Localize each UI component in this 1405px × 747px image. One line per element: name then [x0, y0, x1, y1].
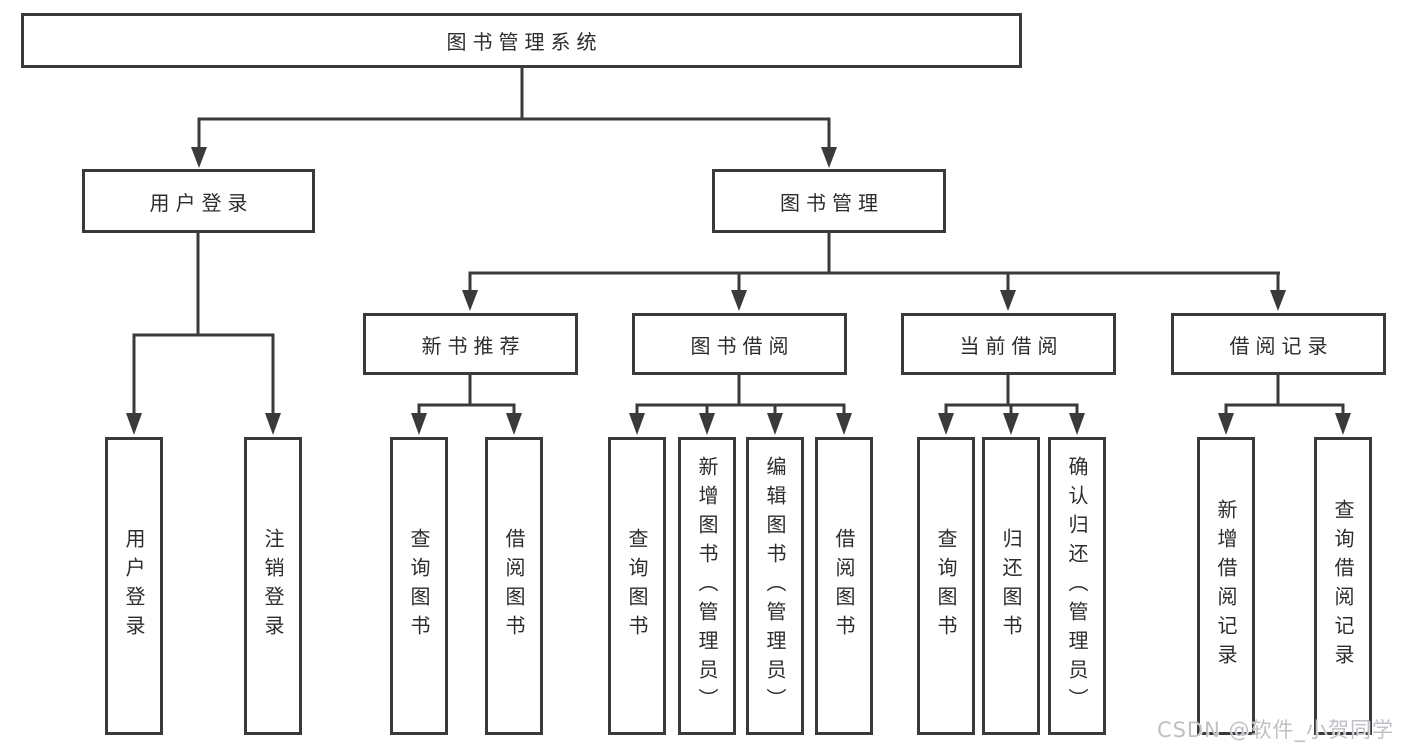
leaf-logout-label: 注销登录 [261, 528, 285, 644]
leaf-bb-edit-books-admin: 编辑图书（管理员） [746, 437, 804, 735]
leaf-bb-query-books: 查询图书 [608, 437, 666, 735]
leaf-cb-query-books-label: 查询图书 [934, 528, 958, 644]
node-book-borrowing-label: 图书借阅 [690, 333, 795, 358]
leaf-bb-borrow-books: 借阅图书 [815, 437, 873, 735]
node-current-borrowing-label: 当前借阅 [959, 333, 1064, 358]
node-book-borrowing: 图书借阅 [632, 313, 847, 375]
node-borrowing-records: 借阅记录 [1171, 313, 1386, 375]
leaf-cb-return-books: 归还图书 [982, 437, 1040, 735]
node-current-borrowing: 当前借阅 [901, 313, 1116, 375]
leaf-logout: 注销登录 [244, 437, 302, 735]
leaf-br-query-record-label: 查询借阅记录 [1331, 499, 1355, 673]
leaf-bb-query-books-label: 查询图书 [625, 528, 649, 644]
leaf-user-login: 用户登录 [105, 437, 163, 735]
leaf-cb-return-books-label: 归还图书 [999, 528, 1023, 644]
node-book-management-label: 图书管理 [780, 190, 884, 215]
leaf-cb-query-books: 查询图书 [917, 437, 975, 735]
leaf-bb-add-books-admin-label: 新增图书（管理员） [695, 455, 719, 717]
leaf-nbr-borrow-books: 借阅图书 [485, 437, 543, 735]
leaf-bb-borrow-books-label: 借阅图书 [832, 528, 856, 644]
leaf-nbr-query-books-label: 查询图书 [407, 528, 431, 644]
node-root-label: 图书管理系统 [446, 30, 603, 54]
leaf-bb-add-books-admin: 新增图书（管理员） [678, 437, 736, 735]
leaf-br-add-record-label: 新增借阅记录 [1214, 499, 1238, 673]
node-new-book-recommend: 新书推荐 [363, 313, 578, 375]
node-book-management: 图书管理 [712, 169, 946, 233]
leaf-cb-confirm-return-admin: 确认归还（管理员） [1048, 437, 1106, 735]
node-borrowing-records-label: 借阅记录 [1229, 333, 1334, 358]
node-user-login: 用户登录 [82, 169, 315, 233]
watermark: CSDN @软件_小贺同学 [1156, 718, 1394, 742]
node-user-login-label: 用户登录 [149, 190, 254, 215]
leaf-br-query-record: 查询借阅记录 [1314, 437, 1372, 735]
node-root: 图书管理系统 [21, 13, 1022, 68]
node-new-book-recommend-label: 新书推荐 [421, 333, 526, 358]
leaf-nbr-borrow-books-label: 借阅图书 [502, 528, 526, 644]
leaf-cb-confirm-return-admin-label: 确认归还（管理员） [1065, 455, 1089, 717]
leaf-bb-edit-books-admin-label: 编辑图书（管理员） [763, 455, 787, 717]
leaf-br-add-record: 新增借阅记录 [1197, 437, 1255, 735]
leaf-user-login-label: 用户登录 [122, 528, 146, 644]
leaf-nbr-query-books: 查询图书 [390, 437, 448, 735]
